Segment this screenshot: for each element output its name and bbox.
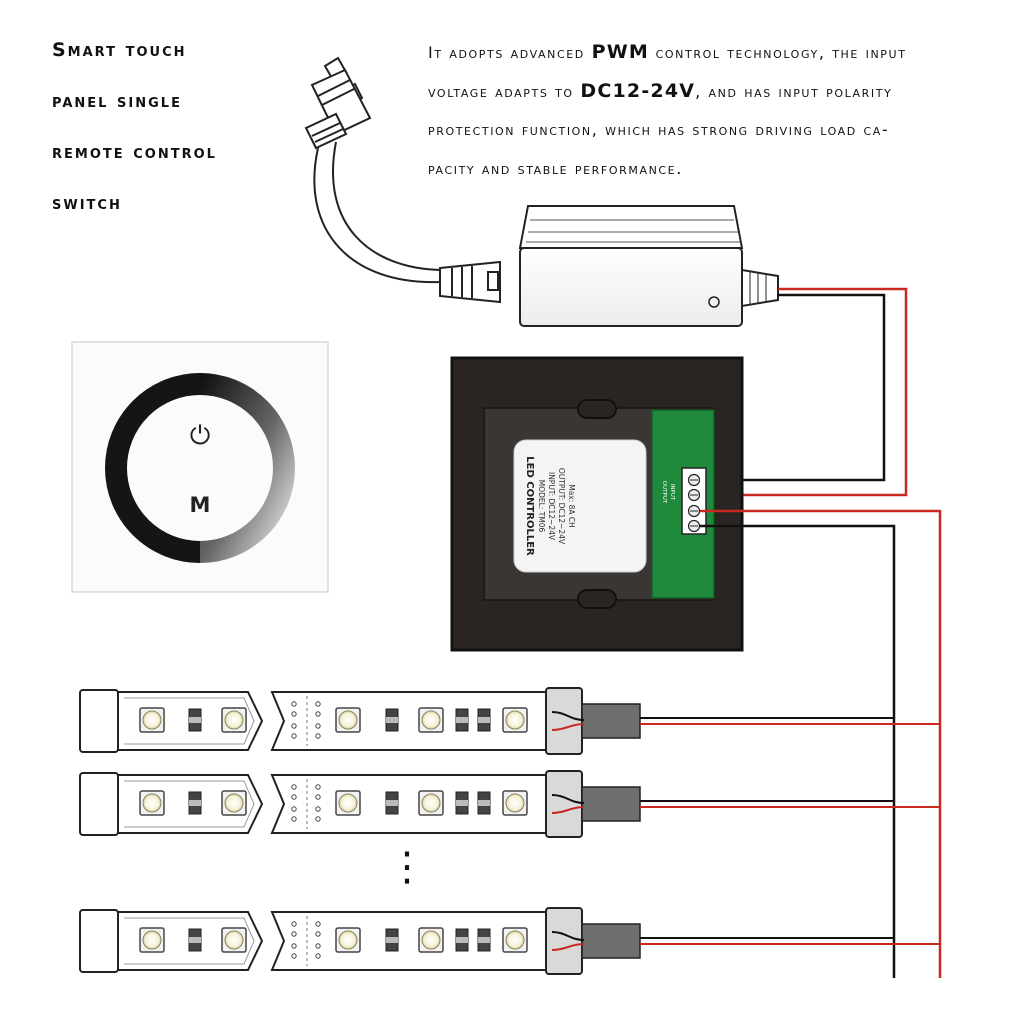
output-wires bbox=[700, 509, 942, 978]
led-strip-row bbox=[79, 770, 940, 838]
svg-text:INPUT: DC12~24V: INPUT: DC12~24V bbox=[547, 472, 556, 541]
desc-line-4: pacity and stable performance. bbox=[428, 159, 683, 178]
svg-text:Max: 8A CH: Max: 8A CH bbox=[567, 484, 576, 528]
title-line-2: panel single bbox=[52, 90, 182, 112]
power-plug bbox=[304, 56, 372, 150]
more-strips-ellipsis: ⋮ bbox=[387, 844, 427, 890]
svg-text:LED CONTROLLER: LED CONTROLLER bbox=[524, 456, 535, 556]
led-strip-rows bbox=[79, 687, 940, 975]
svg-text:MODEL: TM06: MODEL: TM06 bbox=[537, 480, 546, 533]
power-icon: ⏻ bbox=[190, 421, 211, 451]
product-title: Smart touch panel single remote control … bbox=[52, 36, 312, 240]
svg-text:INPUT: INPUT bbox=[669, 484, 675, 501]
title-line-4: switch bbox=[52, 192, 122, 214]
title-line-1: Smart touch bbox=[52, 39, 187, 61]
led-strip-row bbox=[79, 907, 940, 975]
led-strip-row bbox=[79, 687, 940, 755]
title-line-3: remote control bbox=[52, 141, 217, 163]
svg-text:OUTPUT: OUTPUT bbox=[661, 481, 667, 504]
product-description: It adopts advanced PWM control technolog… bbox=[428, 40, 1013, 196]
desc-line-2: voltage adapts to DC12-24V, and has inpu… bbox=[428, 80, 893, 102]
led-controller: LED CONTROLLER MODEL: TM06 INPUT: DC12~2… bbox=[450, 356, 744, 652]
power-cable bbox=[313, 141, 501, 304]
mode-label: M bbox=[190, 493, 211, 517]
touch-panel: ⏻ M bbox=[71, 341, 329, 593]
svg-text:OUTPUT: DC12~24V: OUTPUT: DC12~24V bbox=[557, 468, 566, 545]
input-wires bbox=[700, 287, 908, 497]
terminal-screws bbox=[687, 473, 701, 533]
power-adapter bbox=[518, 205, 779, 327]
desc-line-3: protection function, which has strong dr… bbox=[428, 120, 890, 139]
controller-label: LED CONTROLLER MODEL: TM06 INPUT: DC12~2… bbox=[524, 456, 576, 556]
desc-line-1: It adopts advanced PWM control technolog… bbox=[428, 41, 907, 63]
